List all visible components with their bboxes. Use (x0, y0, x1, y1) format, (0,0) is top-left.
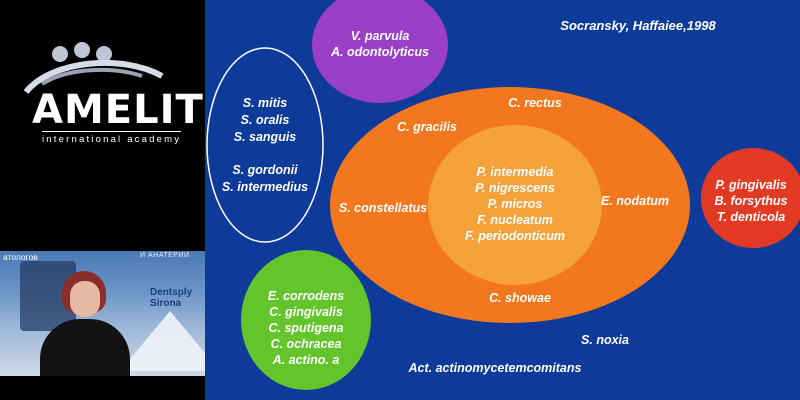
orange-inner-complex (428, 125, 602, 285)
purple-complex (312, 0, 448, 103)
orange-inner-item: F. nucleatum (477, 213, 553, 227)
green-item: A. actino. a (272, 353, 340, 367)
green-item: C. gingivalis (269, 305, 343, 319)
presenter-panel: AMELIT international academy Dentsply Si… (0, 0, 205, 400)
orange-outer-item: E. nodatum (601, 194, 669, 208)
mountain-image (120, 311, 205, 371)
act-label: Act. actinomycetemcomitans (408, 361, 582, 375)
bacterial-complexes-diagram: V. parvula A. odontolyticus S. mitis S. … (206, 0, 800, 390)
webcam-caption-right: И АНАТЕРИИ (140, 252, 190, 259)
orange-inner-item: P. intermedia (477, 165, 554, 179)
red-complex (701, 148, 800, 248)
red-item: P. gingivalis (715, 178, 786, 192)
blue-item: S. mitis (243, 96, 288, 110)
orange-inner-item: F. periodonticum (465, 229, 565, 243)
orange-outer-item: S. constellatus (339, 201, 427, 215)
purple-item: V. parvula (351, 29, 410, 43)
s-noxia-label: S. noxia (581, 333, 629, 347)
red-item: B. forsythus (715, 194, 788, 208)
green-complex (241, 250, 371, 390)
orange-outer-item: C. gracilis (397, 120, 457, 134)
red-item: T. denticola (717, 210, 786, 224)
slide: V. parvula A. odontolyticus S. mitis S. … (205, 0, 800, 400)
webcam-caption: атологов (3, 252, 38, 262)
orange-outer-item: C. rectus (508, 96, 562, 110)
blue-complex (206, 47, 324, 243)
blue-item: S. oralis (241, 113, 290, 127)
blue-item: S. gordonii (232, 163, 298, 177)
logo-wordmark: AMELIT (32, 87, 204, 133)
presenter-face (70, 281, 100, 317)
blue-item: S. sanguis (234, 130, 297, 144)
green-item: C. sputigena (268, 321, 343, 335)
green-item: C. ochracea (271, 337, 342, 351)
purple-item: A. odontolyticus (330, 45, 429, 59)
brand-label: Dentsply Sirona (150, 287, 193, 309)
orange-inner-item: P. nigrescens (475, 181, 555, 195)
presenter-body (40, 319, 130, 376)
logo-people-icon (23, 42, 164, 95)
citation: Socransky, Haffaiee,1998 (560, 18, 716, 33)
orange-outer-item: C. showae (489, 291, 551, 305)
green-item: E. corrodens (268, 289, 344, 303)
blue-item: S. intermedius (222, 180, 308, 194)
webcam-feed: Dentsply Sirona атологов И АНАТЕРИИ (0, 251, 205, 376)
orange-inner-item: P. micros (488, 197, 543, 211)
logo-tagline: international academy (42, 131, 182, 145)
amelit-logo: AMELIT international academy (12, 40, 203, 145)
